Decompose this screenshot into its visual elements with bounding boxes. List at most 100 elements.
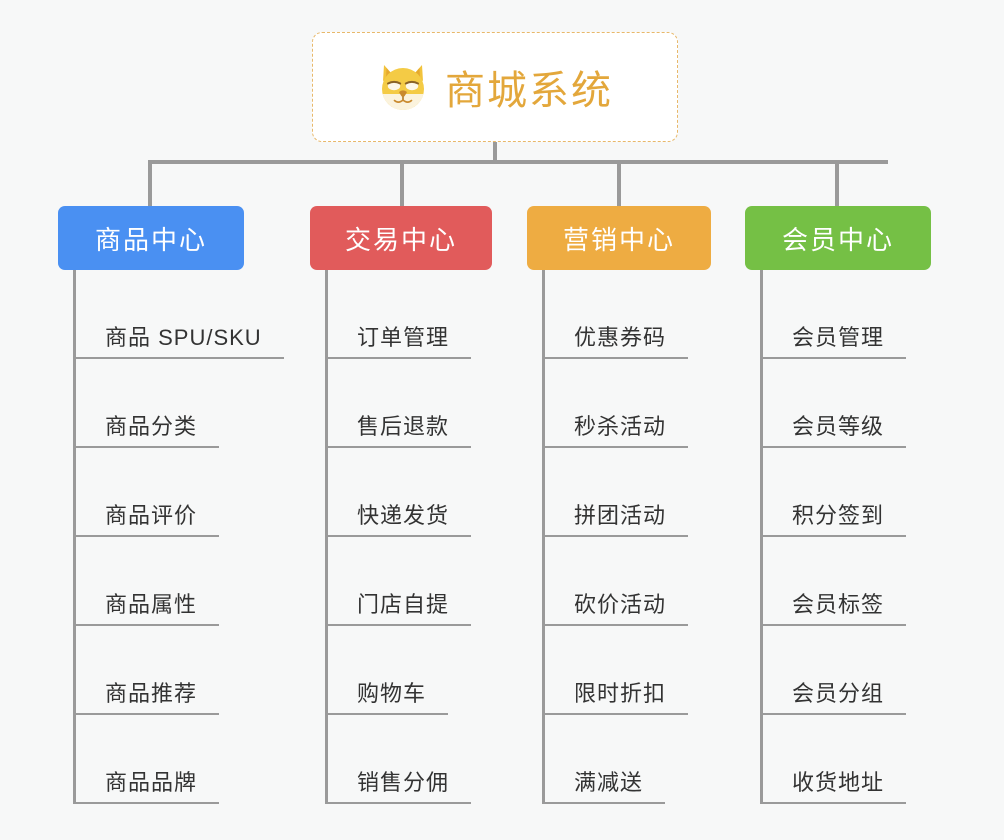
leaf-item[interactable]: 秒杀活动 <box>527 359 711 448</box>
leaf-item-label: 商品属性 <box>105 592 198 617</box>
leaf-item-label: 会员分组 <box>792 681 885 706</box>
leaf-item-label: 售后退款 <box>357 414 450 439</box>
leaf-item-label: 砍价活动 <box>574 592 667 617</box>
leaf-item-underline <box>325 802 471 804</box>
leaf-item-underline <box>760 802 906 804</box>
leaf-item[interactable]: 会员管理 <box>745 270 931 359</box>
leaf-item[interactable]: 门店自提 <box>310 537 492 626</box>
leaf-item-underline <box>325 713 448 715</box>
leaf-item-underline <box>760 713 906 715</box>
category-box-3[interactable]: 营销中心 <box>527 206 711 270</box>
leaf-item[interactable]: 拼团活动 <box>527 448 711 537</box>
category-label: 会员中心 <box>781 224 894 255</box>
leaf-list-1: 商品 SPU/SKU 商品分类商品评价商品属性商品推荐商品品牌 <box>58 270 284 804</box>
leaf-item[interactable]: 售后退款 <box>310 359 492 448</box>
leaf-item-label: 门店自提 <box>357 592 450 617</box>
leaf-item[interactable]: 商品属性 <box>58 537 244 626</box>
leaf-item-underline <box>73 802 219 804</box>
leaf-item-underline <box>542 802 665 804</box>
connector-drop-3 <box>617 160 621 206</box>
leaf-item[interactable]: 会员标签 <box>745 537 931 626</box>
leaf-item[interactable]: 收货地址 <box>745 715 931 804</box>
leaf-item-underline <box>542 713 688 715</box>
leaf-list-2: 订单管理售后退款快递发货门店自提购物车销售分佣 <box>310 270 492 804</box>
leaf-trunk <box>760 270 763 804</box>
leaf-item[interactable]: 订单管理 <box>310 270 492 359</box>
leaf-item[interactable]: 商品推荐 <box>58 626 244 715</box>
leaf-item-underline <box>760 446 906 448</box>
category-label: 商品中心 <box>94 224 207 255</box>
leaf-item-label: 满减送 <box>574 770 644 795</box>
leaf-trunk <box>73 270 76 804</box>
root-title: 商城系统 <box>445 69 613 113</box>
leaf-item[interactable]: 优惠券码 <box>527 270 711 359</box>
leaf-item-underline <box>325 624 471 626</box>
leaf-item[interactable]: 商品 SPU/SKU <box>58 270 284 359</box>
leaf-list-3: 优惠券码秒杀活动拼团活动砍价活动限时折扣满减送 <box>527 270 711 804</box>
leaf-item[interactable]: 满减送 <box>527 715 711 804</box>
leaf-item-label: 秒杀活动 <box>574 414 667 439</box>
leaf-trunk <box>542 270 545 804</box>
column-3: 营销中心优惠券码秒杀活动拼团活动砍价活动限时折扣满减送 <box>527 206 711 804</box>
leaf-list-4: 会员管理会员等级积分签到会员标签会员分组收货地址 <box>745 270 931 804</box>
leaf-item-label: 订单管理 <box>357 325 450 350</box>
leaf-item[interactable]: 商品分类 <box>58 359 244 448</box>
connector-drop-2 <box>400 160 404 206</box>
leaf-item[interactable]: 砍价活动 <box>527 537 711 626</box>
leaf-item-label: 商品分类 <box>105 414 198 439</box>
leaf-item-underline <box>325 357 471 359</box>
leaf-item-underline <box>760 624 906 626</box>
leaf-item-label: 商品品牌 <box>105 770 198 795</box>
leaf-item-underline <box>760 357 906 359</box>
leaf-item-label: 销售分佣 <box>357 770 450 795</box>
leaf-item[interactable]: 商品品牌 <box>58 715 244 804</box>
leaf-item-label: 收货地址 <box>792 770 885 795</box>
root-node[interactable]: 商城系统 <box>312 32 678 142</box>
leaf-item[interactable]: 积分签到 <box>745 448 931 537</box>
leaf-item-underline <box>325 446 471 448</box>
leaf-item[interactable]: 限时折扣 <box>527 626 711 715</box>
leaf-item-label: 购物车 <box>357 681 427 706</box>
column-2: 交易中心订单管理售后退款快递发货门店自提购物车销售分佣 <box>310 206 492 804</box>
leaf-item-label: 限时折扣 <box>574 681 667 706</box>
leaf-item-label: 商品推荐 <box>105 681 198 706</box>
column-1: 商品中心商品 SPU/SKU 商品分类商品评价商品属性商品推荐商品品牌 <box>58 206 284 804</box>
leaf-item[interactable]: 商品评价 <box>58 448 244 537</box>
leaf-item-label: 商品评价 <box>105 503 198 528</box>
leaf-item-label: 快递发货 <box>357 503 450 528</box>
leaf-item-underline <box>73 713 219 715</box>
category-label: 交易中心 <box>344 224 457 255</box>
connector-horizontal-bar <box>148 160 888 164</box>
leaf-item[interactable]: 会员等级 <box>745 359 931 448</box>
leaf-item[interactable]: 会员分组 <box>745 626 931 715</box>
category-box-1[interactable]: 商品中心 <box>58 206 244 270</box>
connector-drop-4 <box>835 160 839 206</box>
leaf-item[interactable]: 购物车 <box>310 626 492 715</box>
leaf-item-label: 会员等级 <box>792 414 885 439</box>
leaf-item-underline <box>73 357 284 359</box>
leaf-item-underline <box>73 446 219 448</box>
leaf-item-label: 优惠券码 <box>574 325 667 350</box>
category-label: 营销中心 <box>562 224 675 255</box>
leaf-item-underline <box>542 446 688 448</box>
leaf-item-underline <box>542 357 688 359</box>
leaf-item[interactable]: 快递发货 <box>310 448 492 537</box>
leaf-item[interactable]: 销售分佣 <box>310 715 492 804</box>
leaf-item-label: 拼团活动 <box>574 503 667 528</box>
category-box-4[interactable]: 会员中心 <box>745 206 931 270</box>
leaf-item-underline <box>542 535 688 537</box>
connector-root-stem <box>493 142 497 164</box>
leaf-item-underline <box>73 624 219 626</box>
leaf-item-underline <box>760 535 906 537</box>
leaf-trunk <box>325 270 328 804</box>
leaf-item-label: 会员管理 <box>792 325 885 350</box>
leaf-item-label: 商品 SPU/SKU <box>105 325 262 350</box>
leaf-item-label: 积分签到 <box>792 503 885 528</box>
column-4: 会员中心会员管理会员等级积分签到会员标签会员分组收货地址 <box>745 206 931 804</box>
leaf-item-label: 会员标签 <box>792 592 885 617</box>
category-box-2[interactable]: 交易中心 <box>310 206 492 270</box>
leaf-item-underline <box>542 624 688 626</box>
connector-drop-1 <box>148 160 152 206</box>
leaf-item-underline <box>73 535 219 537</box>
